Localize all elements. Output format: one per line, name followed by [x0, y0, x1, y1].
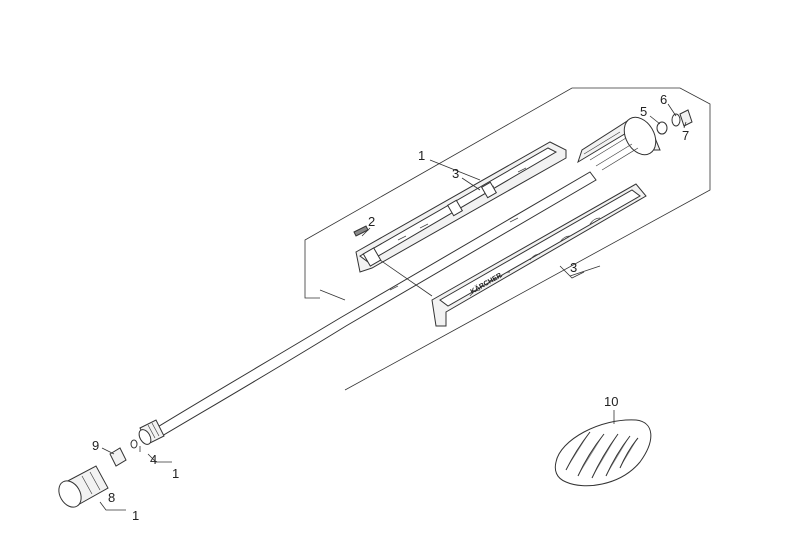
o-ring-part: [656, 121, 668, 135]
callout-10: 10: [604, 394, 618, 409]
lance-tip-fitting: [138, 419, 165, 445]
callout-7: 7: [682, 128, 689, 143]
callout-8: 8: [108, 490, 115, 505]
callout-6: 6: [660, 92, 667, 107]
lance-coupling-nut: [577, 116, 661, 171]
pin-part: [353, 225, 369, 237]
nozzle-o-ring: [130, 439, 138, 449]
rubber-boot-part: [554, 419, 652, 487]
callout-5: 5: [640, 104, 647, 119]
handle-half-upper: [355, 141, 567, 273]
callout-2: 2: [368, 214, 375, 229]
assembly-outline: [304, 87, 711, 391]
callout-1-nozzle: 1: [172, 466, 179, 481]
nozzle-cap: [58, 465, 109, 508]
callout-9: 9: [92, 438, 99, 453]
callout-3-lower: 3: [570, 260, 577, 275]
callout-4: 4: [150, 452, 157, 467]
nozzle-insert: [109, 447, 127, 467]
callout-1-cap: 1: [132, 508, 139, 523]
callout-1-top: 1: [418, 148, 425, 163]
leader-lines: [99, 103, 687, 511]
callouts: 1 2 3 3 4 1 5 6 7 8 1 9 10: [92, 92, 689, 523]
small-fittings: [671, 109, 693, 127]
lance-tube: [155, 171, 597, 437]
callout-3-upper: 3: [452, 166, 459, 181]
